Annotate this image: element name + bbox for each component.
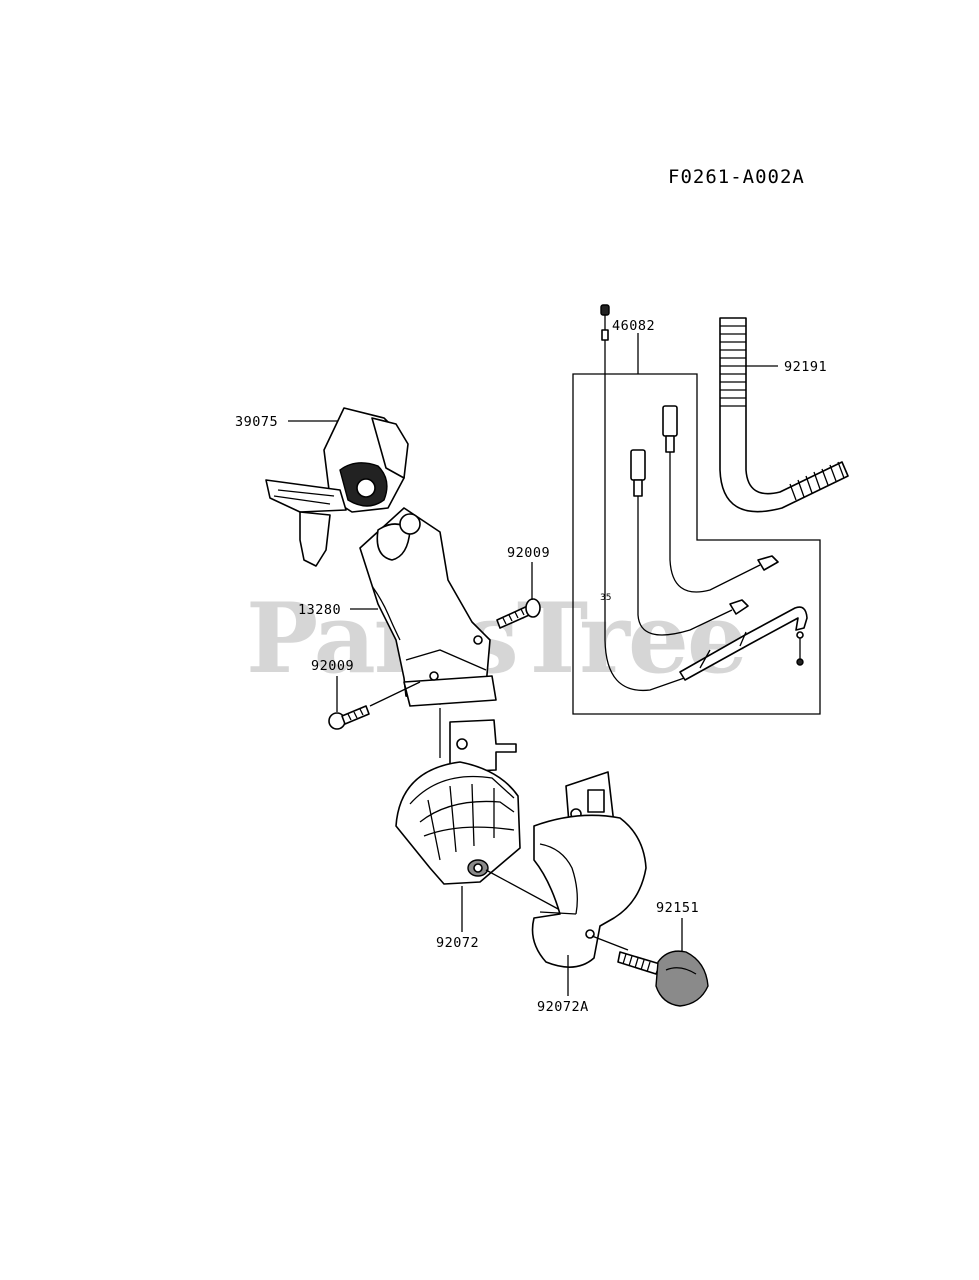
- corrugated-tube-drawing: [719, 317, 849, 513]
- part-label-92009-lower: 92009: [311, 658, 354, 674]
- screw-axis-lower: [369, 681, 421, 707]
- part-label-92072a: 92072A: [537, 999, 589, 1015]
- part-label-92009-upper: 92009: [507, 545, 550, 561]
- part-label-13280: 13280: [298, 602, 341, 618]
- handle-grip-drawing: [359, 507, 497, 707]
- part-label-92191: 92191: [784, 359, 827, 375]
- part-label-46082: 46082: [612, 318, 655, 334]
- knob-axis: [591, 935, 629, 951]
- clamp-half-a-drawing: [531, 771, 647, 968]
- part-label-92072: 92072: [436, 935, 479, 951]
- clamp-half-drawing: [395, 719, 521, 885]
- svg-text:35: 35: [600, 593, 611, 603]
- knob-bolt-drawing: [617, 950, 709, 1007]
- watermark-partstree: PartsTree: [246, 582, 746, 695]
- screw-lower-drawing: [328, 705, 370, 730]
- screw-upper-drawing: [496, 598, 541, 629]
- clamp-axis: [485, 869, 561, 911]
- throttle-lever-drawing: [265, 407, 409, 567]
- part-label-39075: 39075: [235, 414, 278, 430]
- cable-set-drawing: 35: [600, 304, 808, 692]
- cable-set-frame: [572, 373, 821, 715]
- part-label-92151: 92151: [656, 900, 699, 916]
- diagram-code: F0261-A002A: [668, 166, 805, 188]
